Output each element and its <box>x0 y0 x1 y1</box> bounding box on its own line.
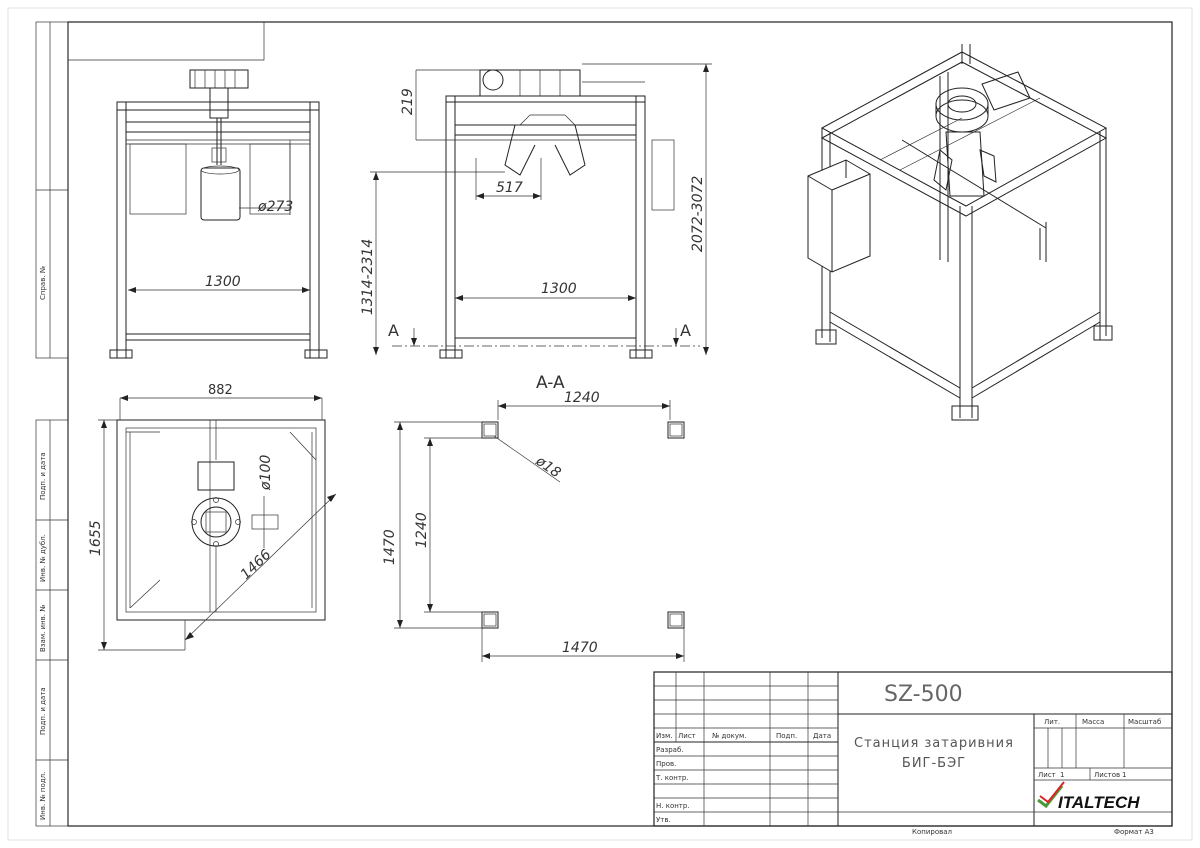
tb-sheet-num: 1 <box>1060 771 1064 779</box>
tb-h-list: Лист <box>678 732 696 740</box>
italtech-logo: ITALTECH <box>1037 781 1140 812</box>
plan-h-1655: 1655 <box>88 520 104 556</box>
tb-name-line2: БИГ-БЭГ <box>902 756 966 771</box>
logo-company: ITALTECH <box>1058 793 1140 812</box>
tb-format: Формат А3 <box>1114 828 1154 836</box>
plan-view: 882 1655 1466 ø100 <box>88 383 337 651</box>
front-view: ø273 1300 <box>109 69 328 359</box>
side-stamp: Справ. № Подп. и дата Инв. № дубл. Взам.… <box>35 21 69 827</box>
tb-lit: Лит. <box>1044 718 1060 726</box>
side-w-517: 517 <box>496 180 523 196</box>
outer-border <box>7 7 1193 841</box>
section-w-1470: 1470 <box>562 640 598 656</box>
isometric-view <box>807 44 1113 421</box>
top-left-field <box>68 22 265 61</box>
section-mark-left: A <box>388 321 399 340</box>
front-dia-273: ø273 <box>257 199 293 215</box>
tb-role-nkontr: Н. контр. <box>656 802 690 810</box>
tb-h-data: Дата <box>813 732 831 740</box>
tb-designation: SZ-500 <box>884 682 963 707</box>
tb-h-dokum: № докум. <box>712 732 747 740</box>
stamp-podp-2: Подп. и дата <box>39 687 47 735</box>
tb-h-podp: Подп. <box>776 732 797 740</box>
side-view: 219 517 1314-2314 2072-3072 1300 A A <box>360 63 712 359</box>
section-h-1470: 1470 <box>382 529 398 565</box>
section-mark-right: A <box>680 321 691 340</box>
stamp-podp-1: Подп. и дата <box>39 452 47 500</box>
tb-sheet: Лист <box>1038 771 1056 779</box>
tb-role-razrab: Разраб. <box>656 746 684 754</box>
tb-role-utv: Утв. <box>656 816 671 824</box>
plan-dia-100: ø100 <box>258 455 274 491</box>
front-width-1300: 1300 <box>205 274 241 290</box>
tb-name-line1: Станция затаривния <box>854 736 1014 751</box>
stamp-sprav: Справ. № <box>39 266 47 300</box>
side-width-1300: 1300 <box>541 281 577 297</box>
title-block: SZ-500 Станция затаривния БИГ-БЭГ Изм. Л… <box>653 671 1173 836</box>
stamp-vzam: Взам. инв. № <box>39 604 47 652</box>
tb-copied: Копировал <box>912 828 952 836</box>
side-range-1314-2314: 1314-2314 <box>360 239 376 315</box>
plan-diag-1466: 1466 <box>238 547 275 583</box>
plan-w-882: 882 <box>208 383 233 398</box>
tb-role-prov: Пров. <box>656 760 676 768</box>
tb-sheets: Листов <box>1094 771 1120 779</box>
stamp-inv-podl: Инв. № подл. <box>39 772 47 820</box>
stamp-inv-dubl: Инв. № дубл. <box>39 534 47 582</box>
tb-sheets-num: 1 <box>1122 771 1126 779</box>
section-h-1240: 1240 <box>414 512 430 548</box>
tb-mass: Масса <box>1082 718 1104 726</box>
section-w-1240: 1240 <box>564 390 600 406</box>
drawing-frame <box>67 21 1173 827</box>
tb-scale: Масштаб <box>1128 718 1161 726</box>
section-aa: A-A 1240 ø18 1470 1240 1470 <box>382 373 685 662</box>
side-range-2072-3072: 2072-3072 <box>690 176 706 252</box>
section-title: A-A <box>536 373 565 393</box>
tb-h-izm: Изм. <box>656 732 672 740</box>
tb-role-tkontr: Т. контр. <box>655 774 689 782</box>
section-dia-18: ø18 <box>532 453 564 482</box>
side-h-219: 219 <box>400 88 416 115</box>
